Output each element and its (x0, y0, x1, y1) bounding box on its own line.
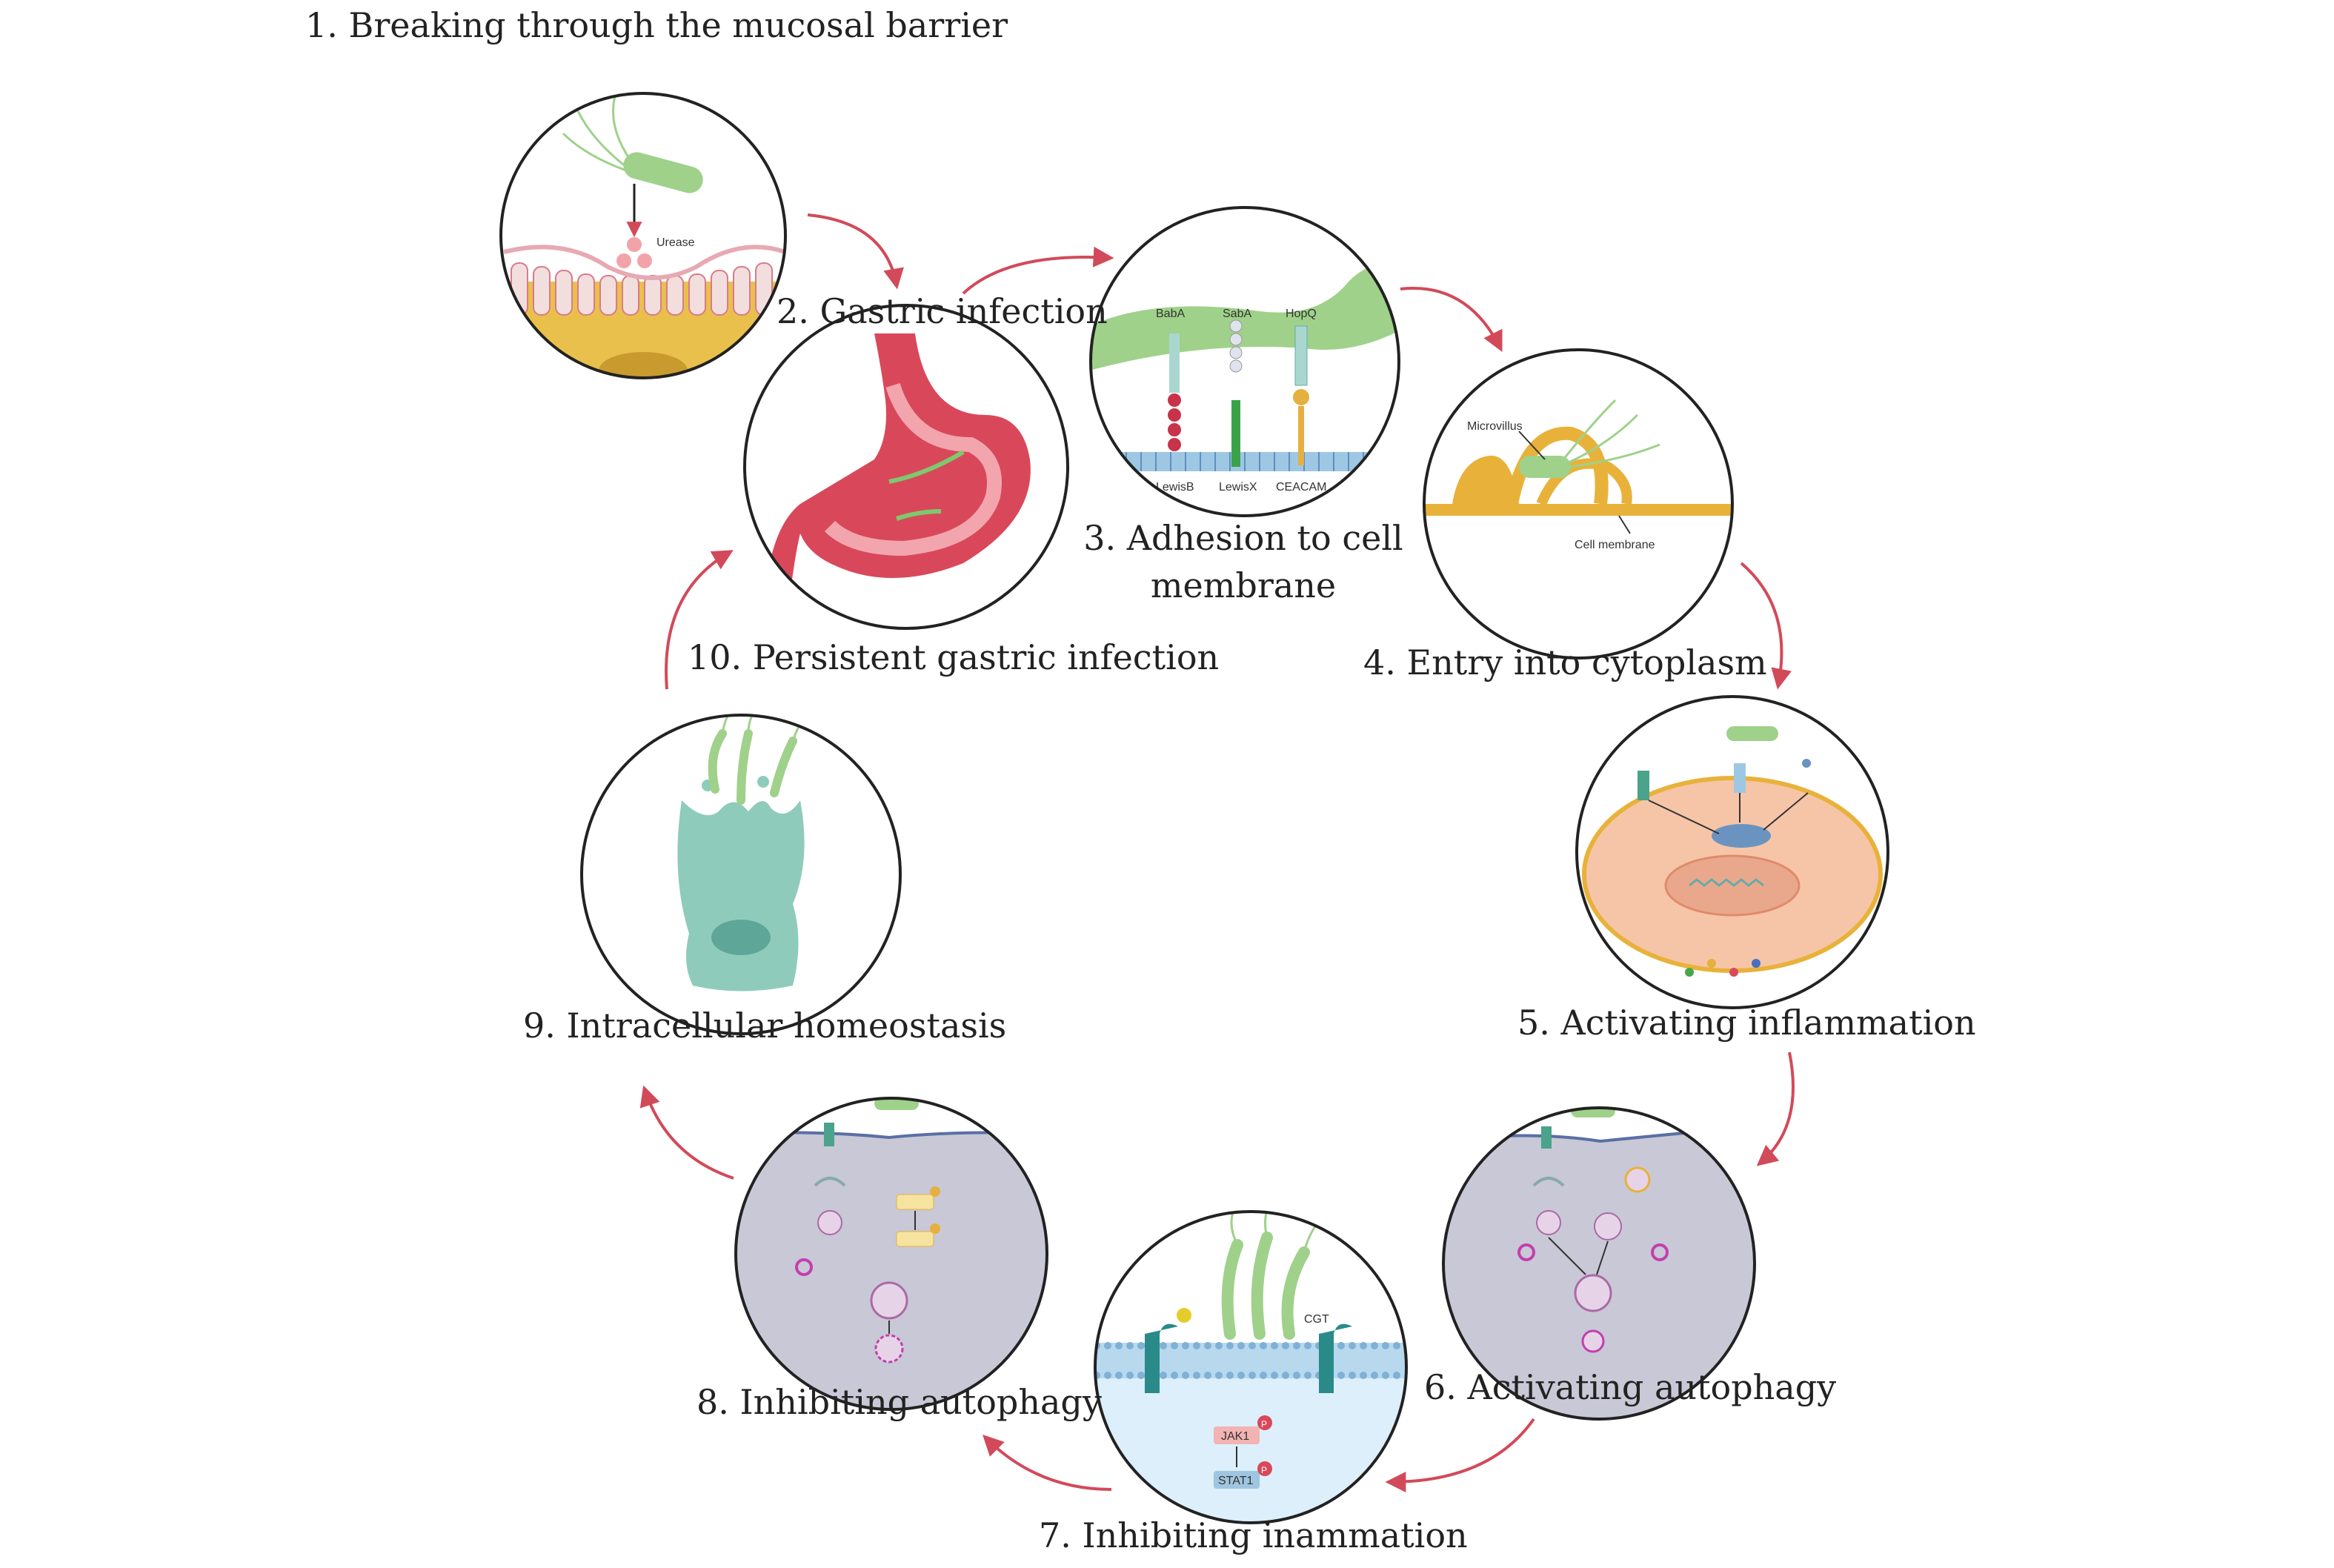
step-2-label: 2. Gastric infection (777, 291, 1108, 331)
inset-stomach (743, 304, 1069, 630)
inset-entry-cytoplasm: Microvillus Cell membrane (1423, 348, 1734, 660)
lewisb-label: LewisB (1156, 481, 1194, 494)
arrow-3-to-4 (1400, 287, 1503, 353)
arrow-5-to-6 (1756, 1052, 1795, 1166)
arrow-6-to-7 (1385, 1418, 1535, 1492)
jak1-label: JAK1 (1221, 1430, 1249, 1443)
step-3-label-line1: 3. Adhesion to cell (1083, 518, 1403, 558)
inset-inflammation (1575, 695, 1889, 1009)
inset-inhibiting-autophagy (734, 1097, 1048, 1411)
arrow-9-to-10 (665, 550, 734, 690)
step-4-label: 4. Entry into cytoplasm (1363, 642, 1767, 682)
lewisx-label: LewisX (1219, 481, 1257, 494)
step-3-label: 3. Adhesion to cell membrane (1080, 514, 1406, 610)
inset-activating-autophagy (1442, 1106, 1756, 1421)
arrow-2-to-3 (962, 246, 1114, 295)
step-3-label-line2: membrane (1150, 565, 1337, 606)
step-7-label: 7. Inhibiting inammation (1039, 1515, 1468, 1555)
inset-homeostasis (580, 714, 902, 1035)
stat1-label: STAT1 (1218, 1475, 1254, 1487)
step-10-label: 10. Persistent gastric infection (688, 637, 1220, 677)
saba-label: SabA (1223, 308, 1251, 320)
microvillus-label: Microvillus (1467, 420, 1523, 433)
hopq-label: HopQ (1286, 308, 1317, 320)
phospho-stat1: P (1261, 1465, 1267, 1475)
flow-arrows (639, 213, 1795, 1492)
inset-adhesion: BabA SabA HopQ LewisB LewisX CEACAM (1089, 206, 1400, 517)
arrow-8-to-9 (639, 1085, 734, 1180)
step-6-label: 6. Activating autophagy (1424, 1367, 1837, 1407)
ceacam-label: CEACAM (1276, 481, 1326, 494)
step-1-label: 1. Breaking through the mucosal barrier (305, 5, 1008, 45)
inset-mucosal-barrier: Urease (499, 92, 787, 379)
arrow-4-to-5 (1740, 562, 1792, 690)
step-5-label: 5. Activating inflammation (1517, 1003, 1976, 1043)
cgt-label: CGT (1304, 1313, 1329, 1326)
baba-label: BabA (1156, 308, 1185, 320)
step-8-label: 8. Inhibiting autophagy (696, 1382, 1102, 1422)
arrow-7-to-8 (983, 1435, 1112, 1491)
urease-label: Urease (656, 236, 695, 249)
cell-membrane-label: Cell membrane (1575, 539, 1655, 551)
inset-inhibiting-inflammation: CGT JAK1 STAT1 P P (1094, 1210, 1408, 1524)
step-9-label: 9. Intracellular homeostasis (523, 1006, 1007, 1046)
phospho-jak1: P (1261, 1419, 1267, 1429)
arrow-1-to-2 (807, 213, 904, 290)
